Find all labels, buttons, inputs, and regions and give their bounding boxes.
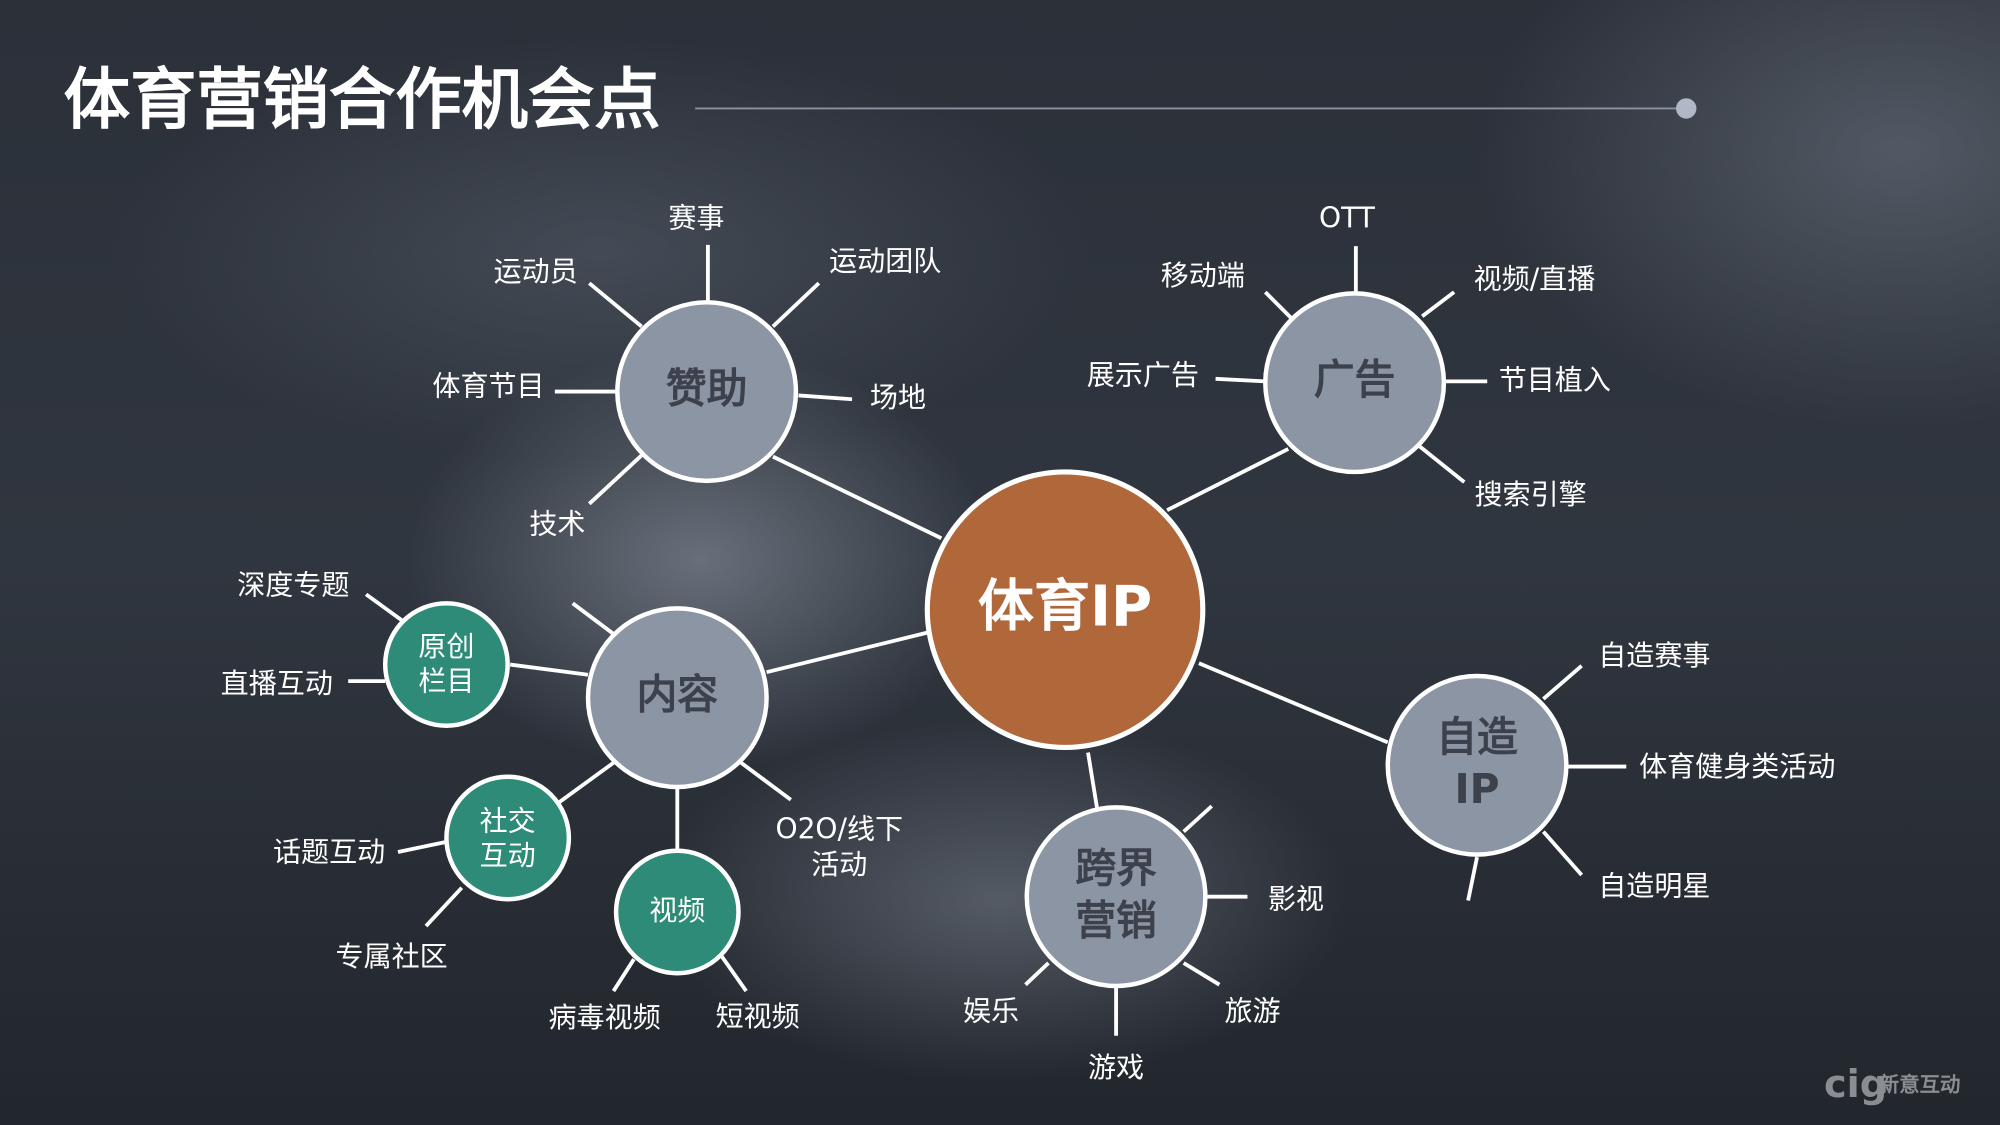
subnode-label: 栏目 — [418, 664, 474, 697]
hub-ads: 广告 OTT 移动端 视频/直播 展示广告 节目植入 搜索引擎 — [1087, 201, 1611, 511]
spoke-label: 直播互动 — [221, 667, 333, 700]
hub-label: 跨界 — [1075, 844, 1157, 892]
spoke-label: 旅游 — [1225, 995, 1281, 1028]
spoke-label: 赛事 — [668, 201, 724, 234]
center-node: 体育IP — [924, 469, 1206, 750]
spoke-label: 搜索引擎 — [1475, 478, 1587, 511]
logo-name: 新意互动 — [1879, 1072, 1961, 1096]
spoke-label: 专属社区 — [335, 940, 447, 973]
spoke-label: 影视 — [1268, 883, 1324, 916]
spoke-label: OTT — [1319, 201, 1376, 234]
spoke-label: 视频/直播 — [1474, 263, 1596, 296]
connectors — [348, 244, 1627, 1036]
spoke-label: 移动端 — [1161, 259, 1245, 292]
spoke-label: 话题互动 — [273, 835, 385, 868]
spoke-label: 体育节目 — [432, 370, 544, 403]
hub-label: 内容 — [636, 671, 718, 719]
spoke-label: 自造赛事 — [1598, 639, 1710, 672]
spoke-label: 体育健身类活动 — [1639, 750, 1835, 783]
brand-logo: cig 新意互动 — [1824, 1062, 1960, 1107]
spoke-label: 娱乐 — [963, 995, 1019, 1028]
subnode-label: 视频 — [649, 894, 705, 927]
spoke-label: 运动员 — [494, 255, 578, 288]
spoke-label: 病毒视频 — [548, 1001, 660, 1034]
spoke-label: 短视频 — [716, 1000, 800, 1033]
hub-content: 内容 O2O/线下 活动 原创 栏目 深度专题 直播互动 社交 互动 话题互动 … — [221, 569, 903, 1034]
spoke-label: O2O/线下 — [776, 812, 904, 845]
title-rule-dot — [1676, 98, 1697, 119]
hub-label: 赞助 — [666, 365, 748, 413]
hub-cross-marketing: 跨界 营销 影视 旅游 游戏 娱乐 — [963, 805, 1324, 1084]
subnode-label: 原创 — [418, 630, 474, 663]
spoke-label: 游戏 — [1088, 1051, 1144, 1084]
hub-label: 广告 — [1314, 356, 1396, 404]
hub-label: IP — [1454, 765, 1499, 813]
hub-self-ip: 自造 IP 自造赛事 体育健身类活动 自造明星 — [1385, 639, 1835, 903]
logo-mark: cig — [1824, 1062, 1887, 1107]
spoke-label: 技术 — [529, 508, 585, 541]
spoke-label: 自造明星 — [1598, 870, 1710, 903]
spoke-label: 展示广告 — [1087, 358, 1199, 391]
spoke-label: 场地 — [870, 381, 926, 414]
spoke-label: 深度专题 — [237, 569, 349, 602]
subnode-label: 互动 — [480, 839, 536, 872]
subnode-label: 社交 — [480, 805, 536, 838]
spoke-label: 运动团队 — [829, 245, 941, 278]
hub-label: 营销 — [1075, 896, 1157, 944]
slide-title: 体育营销合作机会点 — [64, 61, 661, 139]
spoke-label: 活动 — [811, 848, 867, 881]
spoke-label: 节目植入 — [1499, 363, 1611, 396]
center-label: 体育IP — [978, 574, 1152, 639]
hub-label: 自造 — [1436, 713, 1518, 761]
hub-sponsor: 赞助 赛事 运动员 运动团队 体育节目 场地 技术 — [432, 201, 941, 540]
